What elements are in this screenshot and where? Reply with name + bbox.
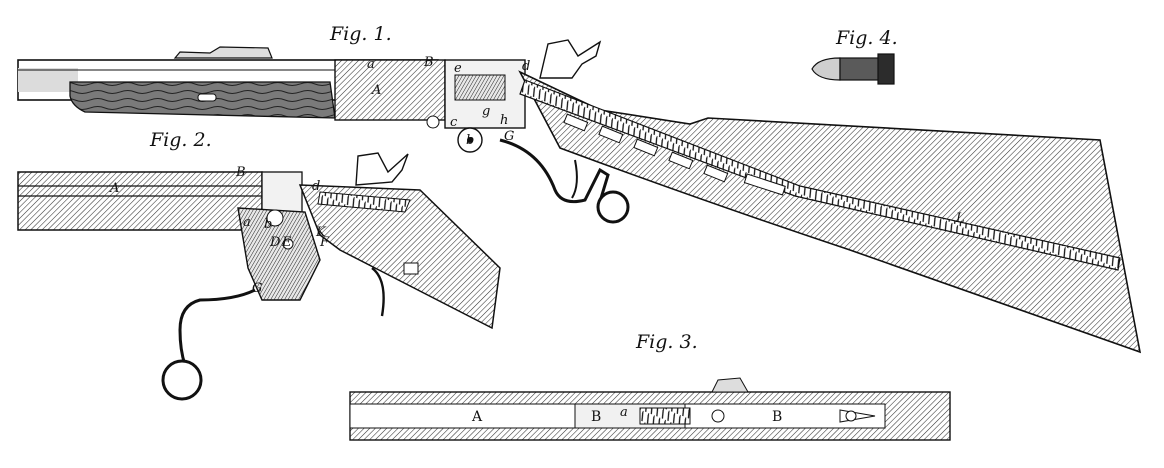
fig3-part-A: A — [471, 409, 483, 425]
fig2-label: Fig. 2. — [149, 129, 212, 151]
fig2-part-labels: A B d a b D E F G K — [109, 165, 330, 296]
fig2-part-D: D — [269, 235, 281, 250]
fig1-rifle — [17, 39, 1142, 354]
fig1-part-L: L — [955, 211, 965, 226]
fig2-part-a: a — [243, 215, 251, 230]
fig4-label: Fig. 4. — [835, 27, 898, 49]
fig2-part-b: b — [264, 217, 272, 232]
fig3-label: Fig. 3. — [635, 331, 698, 353]
fig1-lever — [499, 138, 610, 209]
fig1-part-B: B — [423, 55, 434, 70]
fig1-lever-ring — [596, 190, 630, 224]
fig2-part-E: E — [281, 235, 292, 250]
fig1-part-c: c — [450, 115, 458, 130]
fig1-receiver-section — [334, 59, 446, 121]
fig1-part-A: A — [371, 83, 381, 98]
fig3-section — [349, 377, 951, 441]
fig1-part-labels: a A B d c e g b h G L — [367, 55, 965, 226]
fig2-action — [17, 152, 501, 401]
fig4-cartridge — [811, 53, 895, 85]
fig2-part-B: B — [235, 165, 246, 180]
fig1-part-b: b — [466, 133, 474, 148]
fig3-part-B-left: B — [591, 409, 601, 425]
fig1-part-G: G — [504, 129, 514, 144]
fig2-part-F: F — [319, 235, 330, 250]
fig2-part-K: K — [315, 225, 327, 240]
fig1-part-g: g — [482, 104, 490, 119]
fig3-part-B-right: B — [772, 409, 782, 425]
fig1-label: Fig. 1. — [329, 23, 392, 45]
fig1-part-d: d — [522, 59, 530, 74]
fig2-part-G: G — [252, 281, 262, 296]
fig2-lever-ring — [161, 359, 203, 401]
fig3-part-a: a — [620, 405, 628, 420]
fig2-part-A: A — [109, 181, 119, 196]
fig1-hammer — [539, 39, 602, 79]
fig1-part-a: a — [367, 57, 375, 72]
fig1-part-h: h — [500, 113, 508, 128]
fig2-part-d: d — [312, 179, 320, 194]
fig1-part-e: e — [454, 61, 462, 76]
fig3-part-labels: A B B a — [471, 405, 782, 425]
